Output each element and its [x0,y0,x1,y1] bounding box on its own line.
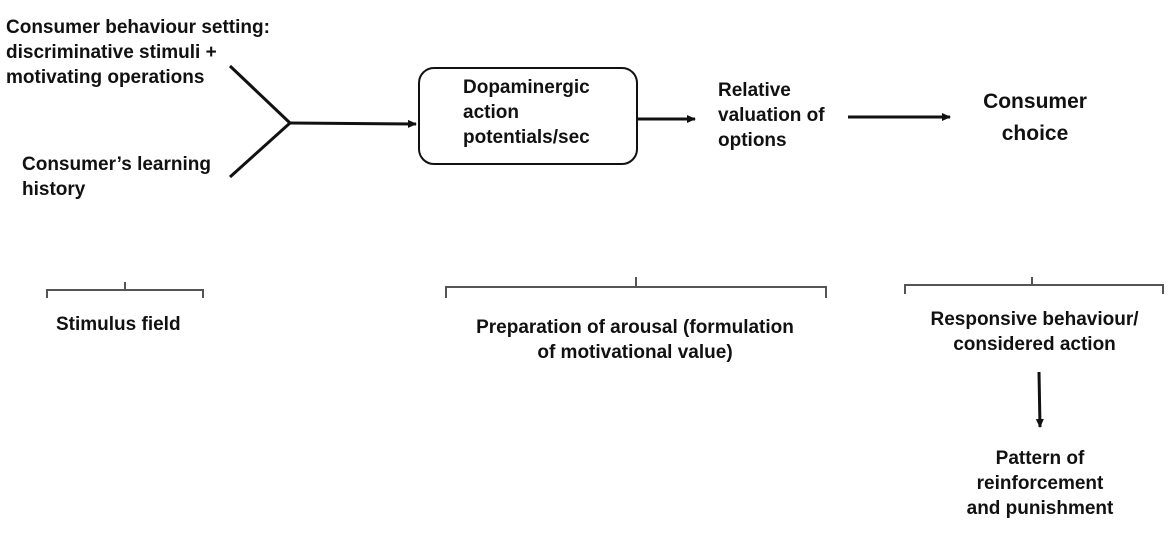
responsive-behaviour-line1: Responsive behaviour/ [930,309,1139,330]
pattern-of-reinforcement-label: Pattern of reinforcement and punishment [950,446,1130,521]
bracket-responsive-behaviour [904,277,1164,294]
pattern-line1: Pattern of [995,448,1085,469]
valuation-label: Relative valuation of options [718,78,825,153]
learning-history-line1: Consumer’s learning [22,154,211,175]
setting-label-line3: motivating operations [6,67,205,88]
responsive-behaviour-label: Responsive behaviour/ considered action [912,307,1157,357]
setting-label-line2: discriminative stimuli + [6,42,217,63]
dopaminergic-box [418,67,638,165]
bracket-stimulus-field [46,282,204,298]
valuation-line2: valuation of [718,105,825,126]
preparation-of-arousal-label: Preparation of arousal (formulation of m… [450,315,820,365]
dopaminergic-label: Dopaminergic action potentials/sec [463,75,590,150]
learning-history-label: Consumer’s learning history [22,152,211,202]
bracket-preparation-of-arousal [445,277,827,298]
learning-history-line2: history [22,179,86,200]
history-connector-line [228,121,292,179]
consumer-choice-line1: Consumer [983,90,1087,113]
stimulus-field-line1: Stimulus field [56,314,181,335]
consumer-choice-line2: choice [1001,122,1069,145]
stimulus-field-label: Stimulus field [56,312,181,337]
preparation-of-arousal-line1: Preparation of arousal (formulation [476,317,794,338]
setting-label-line1: Consumer behaviour setting: [6,17,270,38]
consumer-choice-label: Consumer choice [955,86,1115,150]
responsive-behaviour-line2: considered action [953,334,1116,355]
arrow-to-pattern [1035,371,1044,428]
valuation-line3: options [718,130,787,151]
dopaminergic-line3: potentials/sec [463,127,590,148]
pattern-line2: reinforcement [976,473,1104,494]
preparation-of-arousal-line2: of motivational value) [537,342,733,363]
arrow-to-dopamine-box [289,119,417,128]
setting-label: Consumer behaviour setting: discriminati… [6,15,270,90]
dopaminergic-line2: action [463,102,519,123]
pattern-line3: and punishment [966,498,1114,519]
setting-connector-line [228,64,292,125]
valuation-line1: Relative [718,80,791,101]
dopaminergic-line1: Dopaminergic [463,77,590,98]
